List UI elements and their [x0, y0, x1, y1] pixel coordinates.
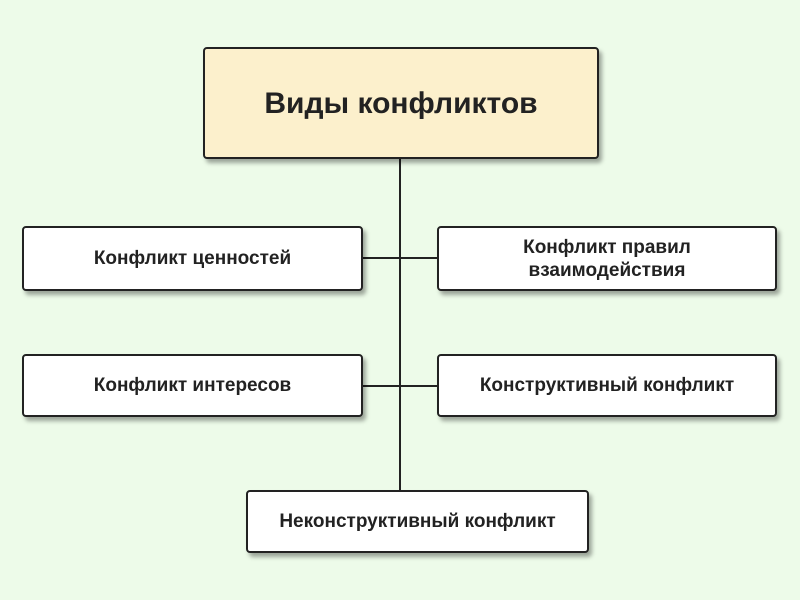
node-interaction-rules-conflict: Конфликт правил взаимодействия — [437, 226, 777, 291]
trunk-connector — [399, 158, 401, 491]
root-node-title: Виды конфликтов — [203, 47, 599, 159]
node-constructive-conflict: Конструктивный конфликт — [437, 354, 777, 417]
node-value-conflict: Конфликт ценностей — [22, 226, 363, 291]
row2-connector — [362, 385, 438, 387]
node-interest-conflict: Конфликт интересов — [22, 354, 363, 417]
node-nonconstructive-conflict: Неконструктивный конфликт — [246, 490, 589, 553]
row1-connector — [362, 257, 438, 259]
